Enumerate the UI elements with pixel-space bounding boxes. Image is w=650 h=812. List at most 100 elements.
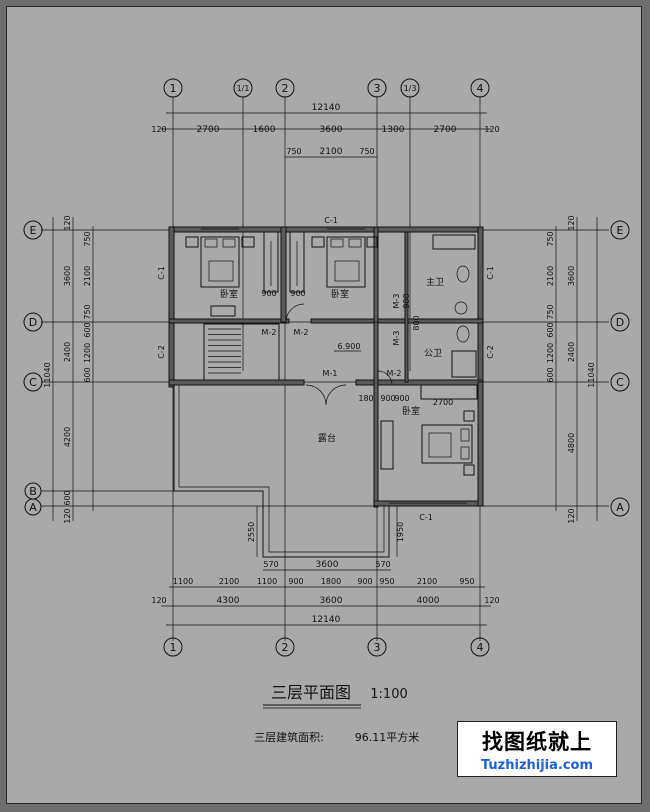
room-label-public-bath: 公卫 xyxy=(424,348,442,359)
dim-right-750b: 750 xyxy=(546,304,555,319)
tag-m3-a: M-3 xyxy=(392,294,401,309)
axis-label-3-bottom: 3 xyxy=(374,641,381,654)
dim-bot-1800: 1800 xyxy=(321,577,341,586)
dim-bot-1100b: 1100 xyxy=(257,577,277,586)
dimensions-left: 11040 120 3600 2400 4200 600 120 750 210… xyxy=(43,215,94,524)
walls xyxy=(168,226,484,508)
dim-bot-1100a: 1100 xyxy=(173,577,193,586)
axis-label-3-top: 3 xyxy=(374,82,381,95)
dim-right-600b: 600 xyxy=(546,367,555,382)
tag-m3-b: M-3 xyxy=(392,331,401,346)
bed-bedroom2 xyxy=(311,236,378,288)
axis-label-E-right: E xyxy=(617,224,624,237)
dim-left-750b: 750 xyxy=(83,304,92,319)
axis-label-1-1-top: 1/1 xyxy=(237,84,250,93)
tag-1950: 1950 xyxy=(396,522,405,542)
axis-label-C-right: C xyxy=(616,376,624,389)
room-label-bedroom1: 卧室 xyxy=(220,288,238,300)
dim-right-1200: 1200 xyxy=(546,343,555,363)
dim-top-2100: 2100 xyxy=(320,147,343,157)
axis-label-A-left: A xyxy=(29,501,37,514)
drawing-sheet: 1 1/1 2 3 1/3 4 1 2 3 4 E D C B A E D C … xyxy=(6,6,642,804)
axis-label-B-left: B xyxy=(29,485,37,498)
dim-left-600b: 600 xyxy=(83,367,92,382)
dim-bot-total: 12140 xyxy=(312,615,341,625)
tag-900d: 900 xyxy=(402,293,411,308)
dim-top-3600: 3600 xyxy=(320,125,343,135)
axis-label-A-right: A xyxy=(616,501,624,514)
watermark-en: Tuzhizhijia.com xyxy=(480,758,594,773)
axis-label-C-left: C xyxy=(29,376,37,389)
axis-label-E-left: E xyxy=(30,224,37,237)
tag-m2-b: M-2 xyxy=(294,328,309,337)
axis-bubbles-top: 1 1/1 2 3 1/3 4 xyxy=(163,78,490,98)
floor-plan: 1 1/1 2 3 1/3 4 1 2 3 4 E D C B A E D C … xyxy=(23,78,630,744)
dim-top-120b: 120 xyxy=(484,125,499,134)
axis-bubbles-bottom: 1 2 3 4 xyxy=(163,637,490,657)
axis-label-4-top: 4 xyxy=(477,82,484,95)
axis-label-D-left: D xyxy=(29,316,37,329)
dim-bot-570b: 570 xyxy=(375,560,390,569)
dim-left-750a: 750 xyxy=(83,231,92,246)
room-label-bedroom2: 卧室 xyxy=(331,288,349,300)
dim-top-750a: 750 xyxy=(286,147,301,156)
tag-c2-left: C-2 xyxy=(157,345,166,359)
room-label-master-bath: 主卫 xyxy=(426,276,444,288)
axis-label-2-bottom: 2 xyxy=(282,641,289,654)
staircase xyxy=(203,305,280,381)
dim-bot-950a: 950 xyxy=(379,577,394,586)
tag-c1-bottom: C-1 xyxy=(419,513,433,522)
dim-right-2400: 2400 xyxy=(567,342,576,362)
dim-left-120a: 120 xyxy=(63,215,72,230)
dimensions-right: 750 2100 750 600 1200 600 120 3600 2400 … xyxy=(546,215,598,524)
dim-top-2700b: 2700 xyxy=(434,125,457,135)
dim-top-1600: 1600 xyxy=(253,125,276,135)
terrace-outline xyxy=(173,385,390,558)
dim-bot-3600-balcony: 3600 xyxy=(316,560,339,570)
dimensions-bottom: 570 3600 570 1100 2100 1100 900 1800 900… xyxy=(151,560,500,626)
dim-bot-570a: 570 xyxy=(263,560,278,569)
tag-800: 800 xyxy=(412,315,421,330)
tag-m2-a: M-2 xyxy=(262,328,277,337)
area-label: 三层建筑面积: xyxy=(254,730,324,744)
tag-900c: 900 xyxy=(380,394,395,403)
axis-label-1-top: 1 xyxy=(170,82,177,95)
dim-left-3600: 3600 xyxy=(63,266,72,286)
wardrobes xyxy=(263,231,305,293)
bath-fixtures xyxy=(420,234,478,400)
dim-top-2700a: 2700 xyxy=(197,125,220,135)
dim-bot-4000: 4000 xyxy=(417,596,440,606)
dim-left-600a: 600 xyxy=(83,322,92,337)
tag-2700: 2700 xyxy=(433,398,453,407)
watermark-badge: 找图纸就上 Tuzhizhijia.com xyxy=(457,721,617,777)
tag-level: 6.900 xyxy=(338,342,361,351)
tag-c1-top: C-1 xyxy=(324,216,338,225)
dim-bot-900b: 900 xyxy=(357,577,372,586)
tag-c1-right: C-1 xyxy=(486,266,495,280)
dim-top-total: 12140 xyxy=(312,103,341,113)
dim-top-750b: 750 xyxy=(359,147,374,156)
tag-c2-right: C-2 xyxy=(486,345,495,359)
axis-bubbles-left: E D C B A xyxy=(23,220,43,516)
tag-m2-c: M-2 xyxy=(387,369,402,378)
tag-900e: 900 xyxy=(394,394,409,403)
bed-bedroom1 xyxy=(185,236,255,288)
dim-left-2100: 2100 xyxy=(83,266,92,286)
dim-bot-4300: 4300 xyxy=(217,596,240,606)
dim-bot-120a: 120 xyxy=(151,596,166,605)
area-value: 96.11平方米 xyxy=(355,730,420,744)
drawing-title: 三层平面图 xyxy=(271,683,351,702)
room-label-bedroom3: 卧室 xyxy=(402,405,420,417)
tag-2550: 2550 xyxy=(247,522,256,542)
axis-label-2-top: 2 xyxy=(282,82,289,95)
dim-right-120b: 120 xyxy=(567,508,576,523)
dim-left-120b: 120 xyxy=(63,508,72,523)
dim-bot-2100a: 2100 xyxy=(219,577,239,586)
dim-right-600a: 600 xyxy=(546,322,555,337)
room-label-terrace: 露台 xyxy=(318,432,336,444)
axis-label-1-bottom: 1 xyxy=(170,641,177,654)
dim-bot-900a: 900 xyxy=(288,577,303,586)
axis-label-D-right: D xyxy=(616,316,624,329)
dim-top-1300: 1300 xyxy=(382,125,405,135)
tag-180: 180 xyxy=(358,394,373,403)
